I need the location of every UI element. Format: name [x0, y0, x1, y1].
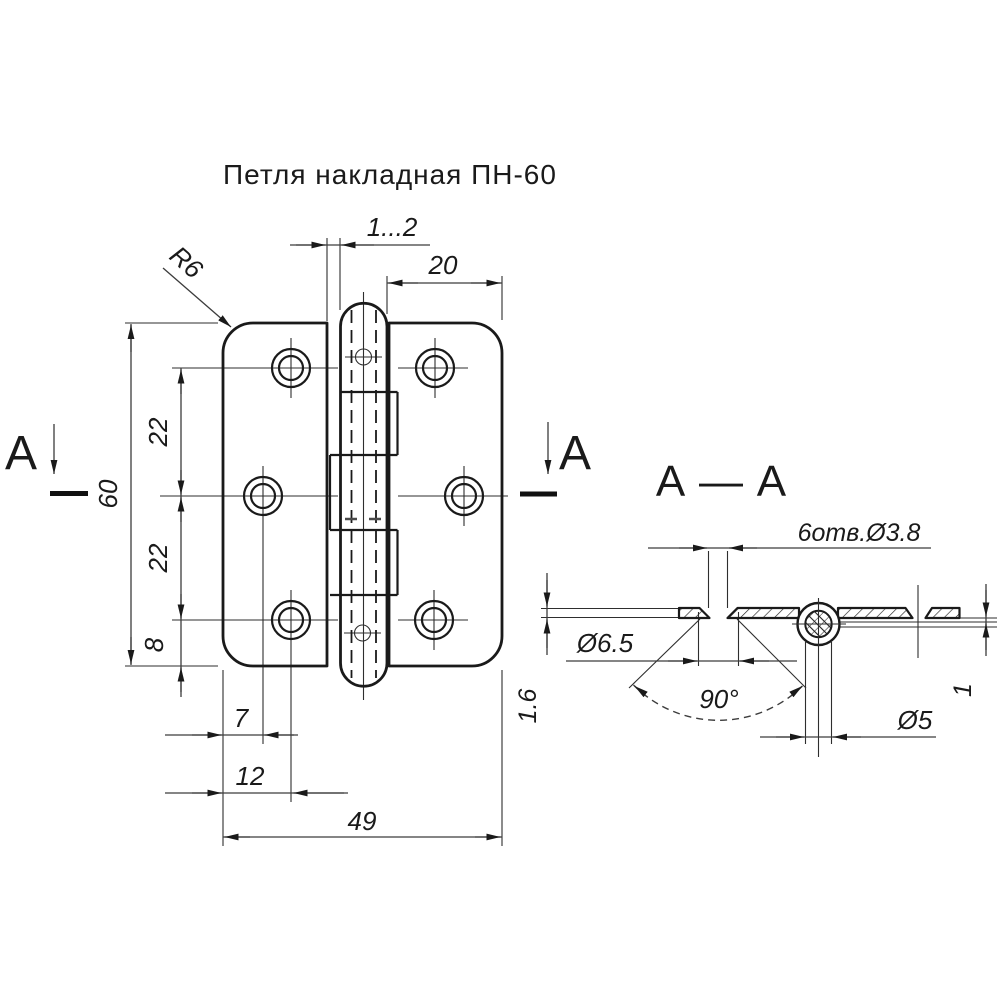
pin-stake-bottom: [353, 624, 372, 642]
section-label: A — A: [656, 457, 788, 506]
dim-pin-group: Ø5: [760, 705, 936, 741]
radius-callout-group: R6: [162, 240, 232, 328]
right-leaf-outline: [387, 321, 504, 668]
dim-countersink-dia: Ø6.5: [576, 628, 634, 658]
dim-thickness-group: 1.6: [514, 573, 551, 724]
dim-hole-chain-group: 22 22 8: [139, 368, 185, 697]
section-view: A — A: [514, 457, 997, 757]
hole-top-right: [414, 347, 456, 389]
dim-holes-group: 6отв.Ø3.8: [648, 519, 931, 552]
drawing-title: Петля накладная ПН-60: [223, 159, 557, 190]
dim-height-group: 60: [93, 324, 135, 665]
section-marker-right: A: [520, 422, 591, 497]
dim-mid-hole-group: 7: [165, 703, 298, 739]
dim-corner-hole-group: 12: [165, 761, 348, 797]
radius-callout: R6: [164, 240, 209, 285]
dim-gap-group: 1...2: [290, 212, 430, 249]
dim-total-width-group: 49: [223, 806, 502, 841]
dim-countersink-group: Ø6.5: [566, 628, 797, 665]
hole-bottom-right: [413, 599, 455, 641]
hole-bottom-left: [270, 599, 312, 641]
dim-holes-count-dia: 6отв.Ø3.8: [798, 519, 921, 547]
dim-gap: 1...2: [367, 212, 418, 242]
front-centerlines: [125, 238, 508, 846]
dim-pin-dia: Ø5: [897, 705, 933, 735]
hole-middle-left: [242, 475, 284, 517]
left-leaf-outline: [221, 321, 329, 668]
pin-stake-top: [354, 348, 373, 366]
dim-countersink-angle: 90°: [699, 684, 738, 714]
section-cut-markers: A A: [5, 422, 591, 497]
dim-offset-group: 1: [949, 584, 990, 697]
dim-total-width: 49: [348, 806, 377, 836]
section-marker-right-label: A: [559, 427, 591, 480]
dim-corner-hole-offset: 12: [236, 761, 265, 791]
dim-angle-group: 90°: [633, 684, 804, 721]
section-marker-left-label: A: [5, 427, 37, 480]
section-reference-lines: [541, 551, 997, 744]
dim-hole-pitch-upper: 22: [143, 417, 173, 447]
dim-thickness: 1.6: [514, 689, 542, 724]
hole-top-left: [270, 347, 312, 389]
dim-leaf-offset: 1: [949, 683, 977, 697]
hole-middle-right: [443, 475, 485, 517]
screw-holes: [242, 347, 485, 641]
dim-bottom-edge-offset: 8: [139, 637, 169, 652]
dim-mid-hole-offset: 7: [234, 703, 250, 733]
section-marker-left: A: [5, 424, 88, 496]
dim-leaf-width: 20: [428, 250, 458, 280]
front-view: 1...2 20 R6 60 22: [93, 212, 508, 846]
dim-leaf-width-group: 20: [387, 250, 502, 287]
barrel-section: [792, 598, 846, 757]
hinge-barrel: [328, 301, 399, 688]
dim-hole-pitch-lower: 22: [143, 543, 173, 573]
dim-height: 60: [93, 479, 123, 508]
